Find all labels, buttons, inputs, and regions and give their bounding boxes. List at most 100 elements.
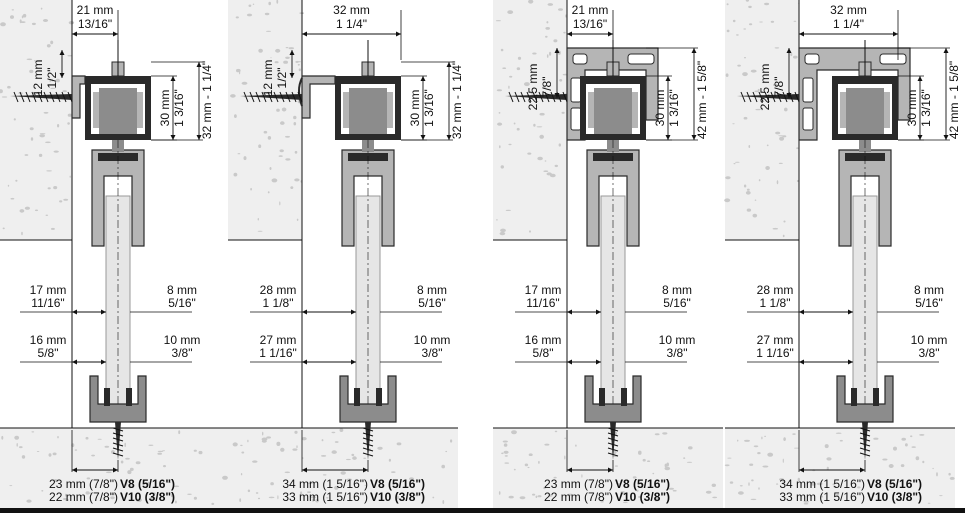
speckle bbox=[496, 219, 498, 221]
speckle bbox=[129, 484, 132, 489]
top-width-mm: 32 mm bbox=[333, 3, 370, 17]
dim-gap-upper-head-b bbox=[848, 309, 853, 315]
speckle bbox=[296, 445, 298, 449]
speckle bbox=[500, 48, 504, 52]
screw-thread bbox=[362, 447, 374, 452]
speckle bbox=[250, 187, 252, 191]
speckle bbox=[147, 482, 151, 485]
screw-thread bbox=[297, 91, 303, 103]
speckle bbox=[38, 153, 43, 157]
speckle bbox=[290, 186, 294, 190]
screw-thread bbox=[746, 91, 752, 103]
speckle bbox=[1, 96, 8, 98]
dim-offset-head-a bbox=[554, 48, 560, 53]
guide-roller bbox=[354, 388, 360, 406]
screw-thread bbox=[291, 91, 297, 103]
speckle bbox=[236, 68, 241, 73]
wall bbox=[493, 0, 567, 240]
speckle bbox=[252, 460, 258, 463]
dim-top-width-head-a bbox=[72, 31, 77, 37]
speckle bbox=[735, 161, 740, 163]
speckle bbox=[243, 156, 247, 161]
speckle bbox=[742, 72, 748, 77]
speckle bbox=[396, 495, 399, 500]
speckle bbox=[391, 471, 396, 473]
speckle bbox=[21, 455, 26, 459]
dim-total-height-head-b bbox=[943, 135, 949, 140]
speckle bbox=[415, 494, 419, 497]
speckle bbox=[500, 228, 506, 233]
speckle bbox=[711, 483, 716, 487]
speckle bbox=[63, 198, 69, 201]
speckle bbox=[792, 433, 796, 435]
speckle bbox=[46, 170, 52, 172]
speckle bbox=[549, 173, 556, 178]
speckle bbox=[239, 498, 242, 502]
speckle bbox=[516, 127, 520, 131]
speckle bbox=[783, 220, 786, 223]
speckle bbox=[559, 79, 563, 82]
screw-thread bbox=[859, 447, 871, 452]
screw-thread bbox=[67, 91, 73, 103]
speckle bbox=[532, 52, 537, 55]
speckle bbox=[647, 460, 651, 463]
speckle bbox=[500, 165, 504, 169]
speckle bbox=[502, 67, 507, 69]
speckle bbox=[762, 465, 769, 468]
screw-thread bbox=[55, 91, 61, 103]
speckle bbox=[80, 485, 82, 489]
screw-thread bbox=[112, 427, 124, 432]
speckle bbox=[257, 497, 261, 500]
screw-thread bbox=[859, 442, 871, 447]
speckle bbox=[793, 20, 797, 22]
speckle bbox=[939, 495, 943, 497]
screw-thread bbox=[61, 91, 67, 103]
speckle bbox=[276, 0, 279, 4]
speckle bbox=[565, 14, 567, 18]
dim-rail-height-head-b bbox=[420, 135, 426, 140]
speckle bbox=[237, 153, 241, 155]
speckle bbox=[409, 477, 414, 481]
speckle bbox=[41, 490, 44, 492]
speckle bbox=[34, 60, 36, 62]
rail-height-mm: 30 mm bbox=[905, 90, 919, 127]
speckle bbox=[40, 7, 43, 10]
total-height: 42 mm - 1 5/8" bbox=[947, 61, 961, 139]
speckle bbox=[527, 152, 532, 155]
speckle bbox=[528, 0, 534, 4]
speckle bbox=[364, 484, 366, 487]
speckle bbox=[627, 480, 630, 482]
speckle bbox=[441, 464, 445, 469]
speckle bbox=[53, 150, 59, 153]
screw-thread bbox=[362, 452, 374, 457]
speckle bbox=[782, 135, 787, 138]
dim-total-height-head-a bbox=[196, 62, 202, 67]
roller-carriage bbox=[594, 88, 632, 134]
speckle bbox=[546, 54, 549, 58]
speckle bbox=[346, 458, 351, 461]
speckle bbox=[53, 479, 58, 482]
guide-roller bbox=[851, 388, 857, 406]
speckle bbox=[135, 461, 141, 465]
speckle bbox=[7, 85, 11, 89]
bottom-border bbox=[0, 508, 965, 513]
offset-in: 1/2" bbox=[275, 68, 289, 89]
speckle bbox=[281, 107, 287, 112]
gap-lower-in: 5/8" bbox=[533, 346, 554, 360]
dim-bottom-head-a bbox=[799, 467, 804, 473]
speckle bbox=[790, 52, 793, 57]
speckle bbox=[388, 458, 391, 462]
speckle bbox=[835, 432, 842, 434]
speckle bbox=[803, 502, 809, 505]
speckle bbox=[666, 462, 669, 467]
speckle bbox=[839, 439, 843, 442]
speckle bbox=[29, 69, 34, 74]
speckle bbox=[19, 209, 25, 213]
speckle bbox=[748, 145, 751, 148]
gap-upper-mm: 28 mm bbox=[260, 283, 297, 297]
speckle bbox=[34, 209, 39, 212]
top-width-in: 13/16" bbox=[573, 17, 607, 31]
speckle bbox=[288, 47, 295, 50]
right-lower-in: 3/8" bbox=[172, 346, 193, 360]
